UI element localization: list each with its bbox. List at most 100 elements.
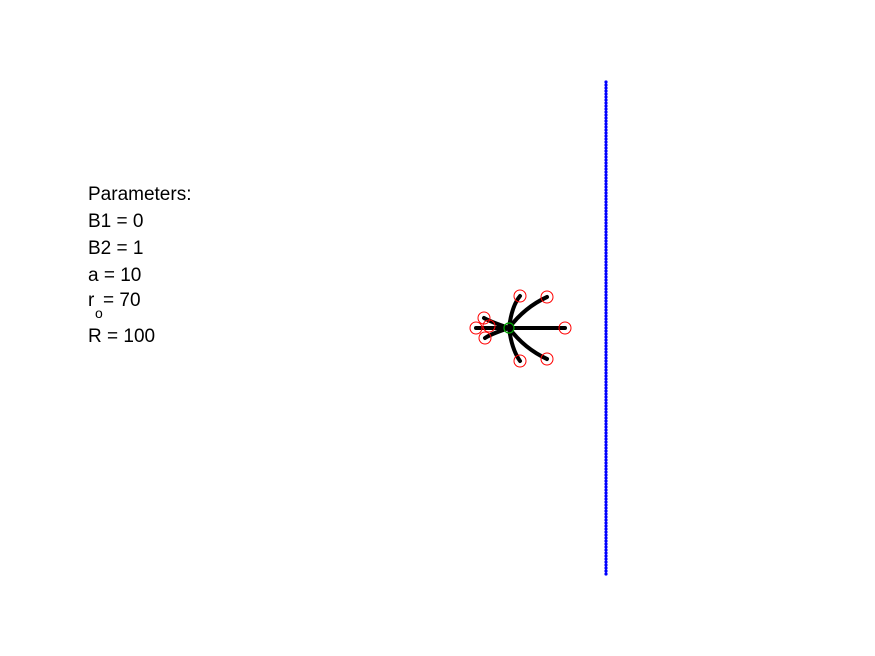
boundary-dot (604, 101, 608, 105)
boundary-dot (604, 479, 608, 483)
endpoint-marker (469, 321, 483, 335)
boundary-dot (604, 143, 608, 147)
boundary-dot (604, 95, 608, 99)
boundary-dot (604, 428, 608, 432)
boundary-dot (604, 557, 608, 561)
boundary-dot (604, 401, 608, 405)
boundary-dot (604, 296, 608, 300)
boundary-dot (604, 374, 608, 378)
boundary-dot (604, 506, 608, 510)
boundary-dot (604, 344, 608, 348)
boundary-dot (604, 434, 608, 438)
boundary-dot (604, 128, 608, 132)
parameter-r0: r o = 70 (88, 290, 141, 321)
boundary-dot (604, 170, 608, 174)
boundary-dot (604, 311, 608, 315)
parameter-b1: B1 = 0 (88, 211, 143, 232)
boundary-dot (604, 530, 608, 534)
boundary-dot (604, 539, 608, 543)
boundary-dot (604, 140, 608, 144)
boundary-dot (604, 176, 608, 180)
boundary-dot (604, 404, 608, 408)
boundary-dot (604, 233, 608, 237)
parameter-a: a = 10 (88, 265, 141, 286)
boundary-dot (604, 236, 608, 240)
boundary-dot (604, 254, 608, 258)
boundary-dot (604, 146, 608, 150)
boundary-dot (604, 203, 608, 207)
boundary-dot (604, 509, 608, 513)
boundary-dot (604, 248, 608, 252)
boundary-dot (604, 260, 608, 264)
boundary-dot (604, 500, 608, 504)
boundary-dot (604, 422, 608, 426)
boundary-dot (604, 308, 608, 312)
boundary-dot (604, 446, 608, 450)
parameter-r0-value: = 70 (103, 290, 141, 311)
boundary-dot (604, 482, 608, 486)
boundary-dot (604, 461, 608, 465)
boundary-dot (604, 305, 608, 309)
boundary-dot (604, 518, 608, 522)
boundary-dot (604, 167, 608, 171)
boundary-dot (604, 437, 608, 441)
boundary-dot (604, 521, 608, 525)
boundary-dot (604, 221, 608, 225)
boundary-dot (604, 389, 608, 393)
boundary-dot (604, 194, 608, 198)
trajectory-down (507, 326, 522, 363)
boundary-dot (604, 368, 608, 372)
boundary-dot (604, 341, 608, 345)
boundary-dot (604, 182, 608, 186)
boundary-line (604, 80, 608, 576)
boundary-dot (604, 566, 608, 570)
boundary-dot (604, 131, 608, 135)
parameters-block: Parameters: B1 = 0 B2 = 1 a = 10 r o = 7… (88, 184, 191, 347)
boundary-dot (604, 188, 608, 192)
boundary-dot (604, 287, 608, 291)
boundary-dot (604, 413, 608, 417)
endpoint-marker (478, 331, 492, 345)
boundary-dot (604, 503, 608, 507)
boundary-dot (604, 278, 608, 282)
boundary-dot (604, 116, 608, 120)
boundary-dot (604, 410, 608, 414)
boundary-dot (604, 371, 608, 375)
boundary-dot (604, 494, 608, 498)
boundary-dot (604, 419, 608, 423)
boundary-dot (604, 449, 608, 453)
parameter-b2: B2 = 1 (88, 238, 143, 259)
boundary-dot (604, 425, 608, 429)
boundary-dot (604, 83, 608, 87)
boundary-dot (604, 191, 608, 195)
boundary-dot (604, 119, 608, 123)
boundary-dot (604, 245, 608, 249)
boundary-dot (604, 362, 608, 366)
boundary-dot (604, 317, 608, 321)
endpoint-marker (540, 290, 554, 304)
boundary-dot (604, 251, 608, 255)
boundary-dot (604, 149, 608, 153)
boundary-dot (604, 395, 608, 399)
boundary-dot (604, 542, 608, 546)
boundary-dot (604, 218, 608, 222)
boundary-dot (604, 383, 608, 387)
boundary-dot (604, 416, 608, 420)
boundary-dot (604, 407, 608, 411)
boundary-dot (604, 323, 608, 327)
center-marker (503, 322, 515, 334)
boundary-dot (604, 524, 608, 528)
boundary-dot (604, 485, 608, 489)
boundary-dot (604, 161, 608, 165)
boundary-dot (604, 299, 608, 303)
boundary-dot (604, 455, 608, 459)
parameter-r0-subscript: o (95, 305, 103, 321)
boundary-dot (604, 257, 608, 261)
boundary-dot (604, 110, 608, 114)
boundary-dot (604, 80, 608, 84)
boundary-dot (604, 473, 608, 477)
boundary-dot (604, 224, 608, 228)
boundary-dot (604, 545, 608, 549)
boundary-dot (604, 554, 608, 558)
